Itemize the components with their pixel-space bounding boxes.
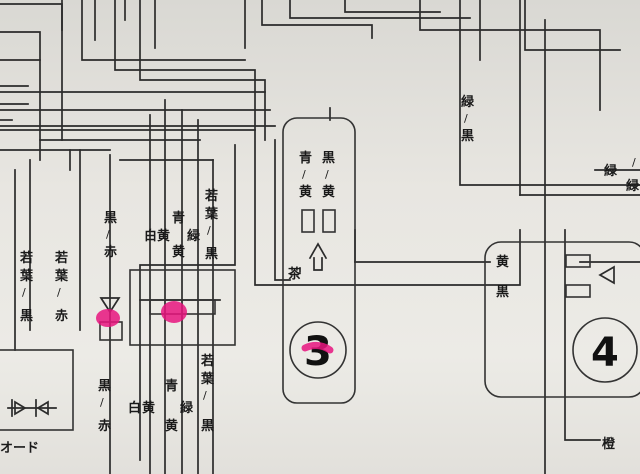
connector-3-housing bbox=[282, 117, 356, 404]
label-slash: / bbox=[207, 224, 211, 237]
label-red: 赤 bbox=[104, 244, 117, 260]
label-yellow: 黄 bbox=[142, 400, 155, 416]
label-brown: 茶 bbox=[288, 266, 302, 282]
label-slash: / bbox=[325, 168, 329, 181]
label-black: 黒 bbox=[20, 308, 33, 324]
highlight-marks bbox=[96, 301, 334, 354]
label-slash: / bbox=[22, 286, 26, 299]
connector-diode-block bbox=[0, 349, 74, 431]
label-waka: 若 bbox=[204, 188, 218, 204]
label-green: 緑 bbox=[626, 178, 640, 194]
connector-3-pin-right bbox=[322, 209, 336, 233]
label-green: 緑 bbox=[187, 228, 201, 244]
wire-bundle-top-left bbox=[0, 0, 521, 286]
wire-bundle-center bbox=[0, 99, 640, 474]
label-slash: / bbox=[632, 156, 636, 169]
label-yellow: 黄 bbox=[299, 184, 312, 200]
labels-left: 黒 / 赤 若 葉 / 黒 若 葉 / 赤 白 黄 青 黄 緑 若 葉 / 黒 … bbox=[0, 188, 219, 456]
label-white: 白 bbox=[128, 400, 141, 416]
label-green: 緑 bbox=[604, 163, 618, 179]
highlight-mark-main-block bbox=[161, 301, 187, 323]
connector-left-group bbox=[0, 269, 236, 431]
connector-4 bbox=[484, 241, 640, 398]
label-black: 黒 bbox=[205, 246, 218, 262]
label-black: 黒 bbox=[496, 284, 509, 300]
labels-connector-4: 黄 黒 4 橙 bbox=[496, 254, 619, 452]
label-yellow: 黄 bbox=[157, 228, 170, 244]
connector-3-arrow bbox=[308, 242, 328, 271]
label-green: 緑 bbox=[461, 94, 475, 110]
labels-top-right: 緑 / 黒 緑 緑 / bbox=[461, 94, 640, 194]
connector-3-circle bbox=[289, 321, 347, 379]
label-red: 赤 bbox=[98, 418, 111, 434]
connector-block-main bbox=[129, 269, 236, 346]
label-black: 黒 bbox=[98, 378, 111, 394]
connector-4-housing bbox=[484, 241, 640, 398]
label-blue: 青 bbox=[299, 150, 312, 166]
label-ha: 葉 bbox=[200, 371, 215, 387]
label-slash: / bbox=[464, 112, 468, 125]
label-ha: 葉 bbox=[54, 268, 69, 284]
terminal-arrow-down bbox=[99, 297, 121, 314]
label-ha: 葉 bbox=[204, 206, 219, 222]
label-black: 黒 bbox=[201, 418, 214, 434]
labels-connector-3: 青 / 黄 黒 / 黄 茶 3 bbox=[288, 150, 335, 375]
highlight-mark-black-red bbox=[96, 309, 120, 327]
diode-symbol-2 bbox=[36, 400, 49, 416]
wire-bundle-right bbox=[419, 0, 640, 474]
label-slash: / bbox=[203, 389, 207, 402]
connector-3-pin-left bbox=[301, 209, 315, 233]
label-white: 白 bbox=[144, 228, 157, 244]
diode-symbol-1 bbox=[14, 400, 27, 416]
connector-4-pin-bottom bbox=[565, 284, 591, 298]
diode-bars bbox=[11, 399, 37, 417]
label-ha: 葉 bbox=[19, 268, 34, 284]
label-blue: 青 bbox=[172, 210, 185, 226]
label-waka: 若 bbox=[200, 353, 214, 369]
label-waka: 若 bbox=[19, 250, 33, 266]
label-yellow: 黄 bbox=[165, 418, 178, 434]
label-black: 黒 bbox=[322, 150, 335, 166]
label-yellow: 黄 bbox=[322, 184, 335, 200]
diode-label: オード bbox=[0, 441, 39, 456]
label-yellow: 黄 bbox=[496, 254, 509, 270]
highlight-mark-connector-3 bbox=[301, 341, 334, 354]
connector-4-pin-top bbox=[565, 254, 591, 268]
label-black: 黒 bbox=[104, 210, 117, 226]
label-slash: / bbox=[100, 396, 104, 409]
label-green: 緑 bbox=[180, 400, 194, 416]
label-orange: 橙 bbox=[602, 436, 616, 452]
label-slash: / bbox=[302, 168, 306, 181]
label-yellow: 黄 bbox=[172, 244, 185, 260]
connector-4-arrow bbox=[598, 265, 615, 285]
label-black: 黒 bbox=[461, 128, 474, 144]
connector-4-circle bbox=[572, 317, 638, 383]
label-waka: 若 bbox=[54, 250, 68, 266]
label-blue: 青 bbox=[165, 378, 178, 394]
connector-4-number: 4 bbox=[591, 330, 619, 376]
label-red: 赤 bbox=[55, 308, 68, 324]
label-slash: / bbox=[106, 228, 110, 241]
label-slash: / bbox=[57, 286, 61, 299]
connector-3 bbox=[282, 117, 356, 404]
